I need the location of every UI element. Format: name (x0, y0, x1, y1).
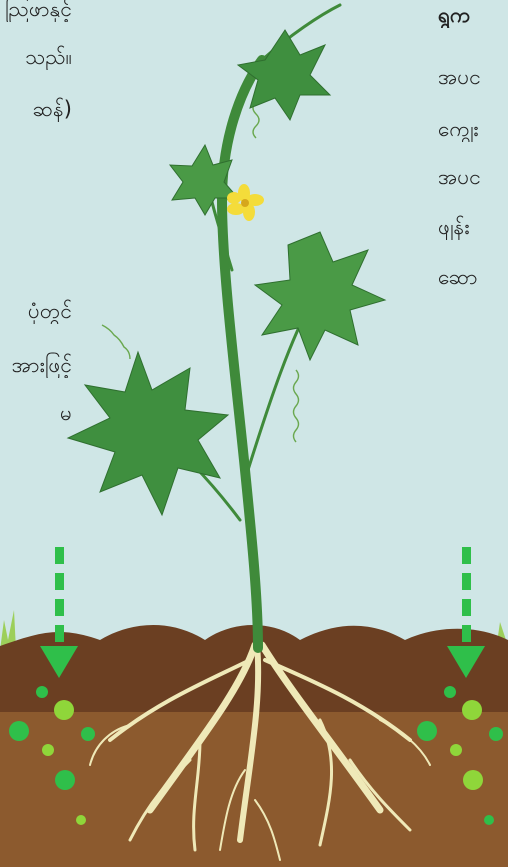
left-text-line: မ (0, 400, 72, 426)
leaf (68, 352, 228, 515)
right-text-line: ဖျန်း (438, 214, 508, 240)
left-text-line: ဆန်) (0, 96, 72, 122)
left-text-line: ပုံတွင် (0, 298, 72, 324)
flower (227, 184, 264, 221)
right-text-line: အပင (438, 164, 508, 190)
right-text-line: ကျွေး (438, 116, 508, 142)
right-heading: ရွက (438, 2, 508, 28)
leaf (255, 232, 385, 360)
left-text-line: ညြဖာနှင့် (0, 0, 72, 22)
right-text-line: အပင (438, 64, 508, 90)
left-text-line: အားဖြင့် (0, 352, 72, 378)
left-text-line: သည်။ (0, 44, 72, 70)
right-text-line: ဆော (438, 264, 508, 290)
leaf (238, 30, 330, 120)
